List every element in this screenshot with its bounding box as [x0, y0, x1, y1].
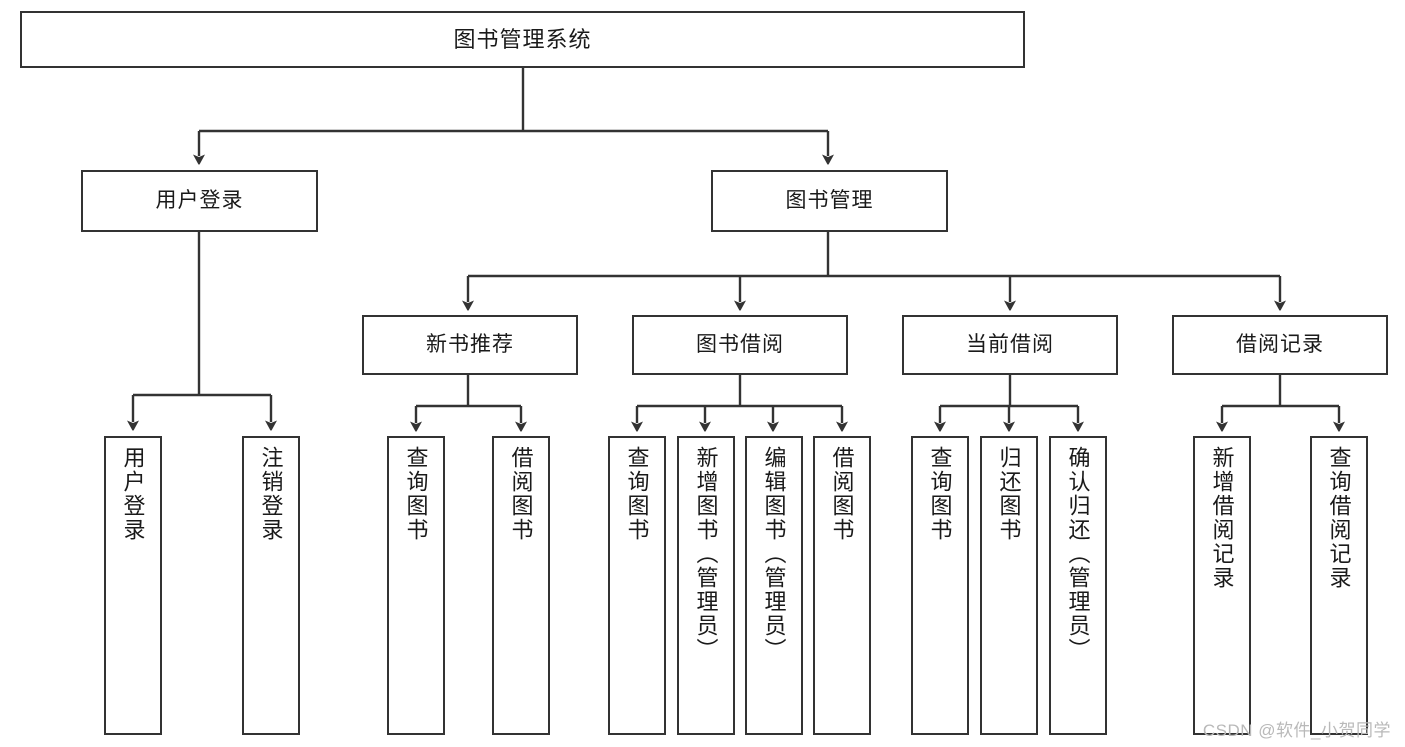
node-label: 用户登录: [155, 188, 244, 212]
node-label: 归还图书: [996, 446, 1022, 542]
node-label: 新增图书（管理员）: [693, 446, 719, 662]
leaf-query-books-current[interactable]: 查询图书: [911, 436, 969, 735]
leaf-add-book-admin[interactable]: 新增图书（管理员）: [677, 436, 735, 735]
node-book-borrowing[interactable]: 图书借阅: [632, 315, 848, 375]
node-label: 图书管理系统: [453, 26, 592, 52]
node-label: 确认归还（管理员）: [1065, 446, 1091, 662]
node-label: 新书推荐: [426, 332, 514, 356]
leaf-user-login[interactable]: 用户登录: [104, 436, 162, 735]
leaf-query-books-borrow[interactable]: 查询图书: [608, 436, 666, 735]
node-label: 借阅图书: [508, 446, 534, 542]
leaf-confirm-return-admin[interactable]: 确认归还（管理员）: [1049, 436, 1107, 735]
leaf-borrow-books-recommend[interactable]: 借阅图书: [492, 436, 550, 735]
node-label: 查询借阅记录: [1326, 446, 1352, 590]
node-label: 注销登录: [258, 446, 284, 542]
leaf-edit-book-admin[interactable]: 编辑图书（管理员）: [745, 436, 803, 735]
node-label: 查询图书: [624, 446, 650, 542]
leaf-borrow-books[interactable]: 借阅图书: [813, 436, 871, 735]
leaf-return-books[interactable]: 归还图书: [980, 436, 1038, 735]
leaf-query-borrow-record[interactable]: 查询借阅记录: [1310, 436, 1368, 735]
node-label: 用户登录: [120, 446, 146, 542]
leaf-logout[interactable]: 注销登录: [242, 436, 300, 735]
node-user-login[interactable]: 用户登录: [81, 170, 318, 232]
node-label: 查询图书: [927, 446, 953, 542]
node-borrowing-records[interactable]: 借阅记录: [1172, 315, 1388, 375]
leaf-query-books-recommend[interactable]: 查询图书: [387, 436, 445, 735]
node-label: 查询图书: [403, 446, 429, 542]
watermark-text: CSDN @软件_小贺同学: [1202, 721, 1391, 740]
node-label: 图书管理: [785, 188, 874, 212]
node-label: 新增借阅记录: [1209, 446, 1235, 590]
node-root-system[interactable]: 图书管理系统: [20, 11, 1025, 68]
node-current-borrowing[interactable]: 当前借阅: [902, 315, 1118, 375]
node-label: 借阅图书: [829, 446, 855, 542]
node-label: 编辑图书（管理员）: [761, 446, 787, 662]
node-new-book-recommendation[interactable]: 新书推荐: [362, 315, 578, 375]
node-label: 当前借阅: [966, 332, 1054, 356]
node-book-management[interactable]: 图书管理: [711, 170, 948, 232]
node-label: 图书借阅: [696, 332, 784, 356]
leaf-add-borrow-record[interactable]: 新增借阅记录: [1193, 436, 1251, 735]
node-label: 借阅记录: [1236, 332, 1324, 356]
